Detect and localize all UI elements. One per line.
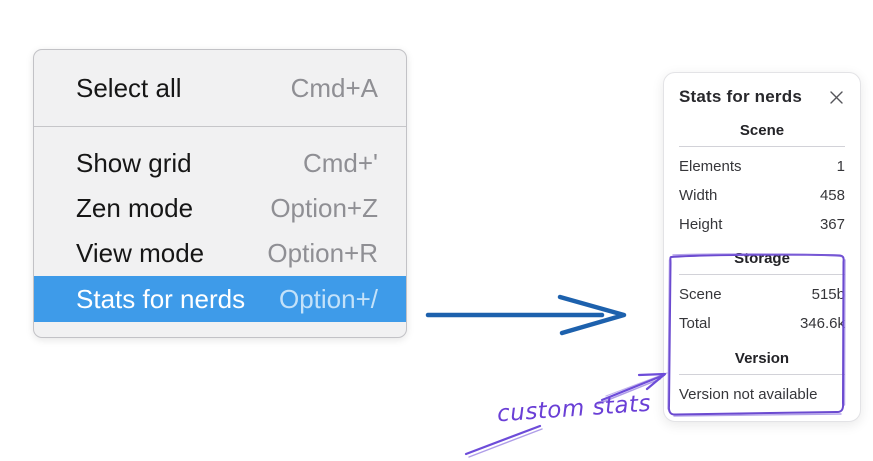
stats-panel-header: Stats for nerds [679,87,845,107]
stats-section-storage: Storage Scene 515b Total 346.6k [679,250,845,335]
menu-item-shortcut: Option+/ [278,283,378,314]
menu-item-label: Show grid [76,148,192,178]
menu-item-stats-for-nerds[interactable]: Stats for nerds Option+/ [34,276,406,322]
menu-item-label: Select all [76,72,182,103]
menu-to-panel-arrow [425,294,627,336]
menu-item-label: Zen mode [76,193,194,223]
version-note: Version not available [679,385,818,403]
stats-panel-title: Stats for nerds [679,87,802,106]
stat-value: 1 [836,158,845,175]
stat-row-total-storage: Total 346.6k [679,313,845,335]
stat-value: 367 [819,215,845,233]
menu-item-show-grid[interactable]: Show grid Cmd+' [34,141,406,186]
menu-group-bottom: Show grid Cmd+' Zen mode Option+Z View m… [34,127,406,337]
section-header: Storage [734,250,790,268]
stats-section-version: Version Version not available [679,350,845,405]
section-header: Version [734,349,790,367]
section-rule [679,146,845,147]
menu-item-shortcut: Cmd+A [290,72,378,103]
menu-item-label: View mode [76,238,205,268]
menu-item-shortcut: Cmd+' [302,148,378,178]
menu-item-label: Stats for nerds [76,283,246,314]
menu-item-view-mode[interactable]: View mode Option+R [34,231,406,276]
stat-value: 346.6k [799,315,845,332]
menu-group-top: Select all Cmd+A [34,50,406,126]
menu-item-shortcut: Option+Z [270,193,378,223]
stat-row-scene-storage: Scene 515b [679,284,845,306]
section-rule [679,373,845,375]
stat-label: Height [679,215,723,233]
stat-row-width: Width 458 [679,185,845,207]
stat-label: Total [679,315,711,332]
menu-divider [34,126,406,127]
close-icon[interactable] [827,88,845,106]
context-menu: Select all Cmd+A Show grid Cmd+' Zen mod… [33,49,407,338]
stat-value: 458 [819,186,845,204]
annotation-label: custom stats [496,390,652,428]
stat-value: 515b [811,286,845,304]
stat-label: Scene [679,286,722,304]
stat-row-height: Height 367 [679,214,845,236]
stat-label: Elements [679,158,742,175]
menu-item-shortcut: Option+R [267,238,378,268]
stats-panel: Stats for nerds Scene Elements 1 Width 4… [663,72,861,422]
menu-item-zen-mode[interactable]: Zen mode Option+Z [34,186,406,231]
section-header: Scene [739,122,785,139]
section-rule [679,274,845,276]
menu-item-select-all[interactable]: Select all Cmd+A [34,63,406,113]
stats-section-scene: Scene Elements 1 Width 458 Height 367 [679,122,845,235]
stat-row-elements: Elements 1 [679,156,845,178]
stat-label: Width [679,186,718,204]
